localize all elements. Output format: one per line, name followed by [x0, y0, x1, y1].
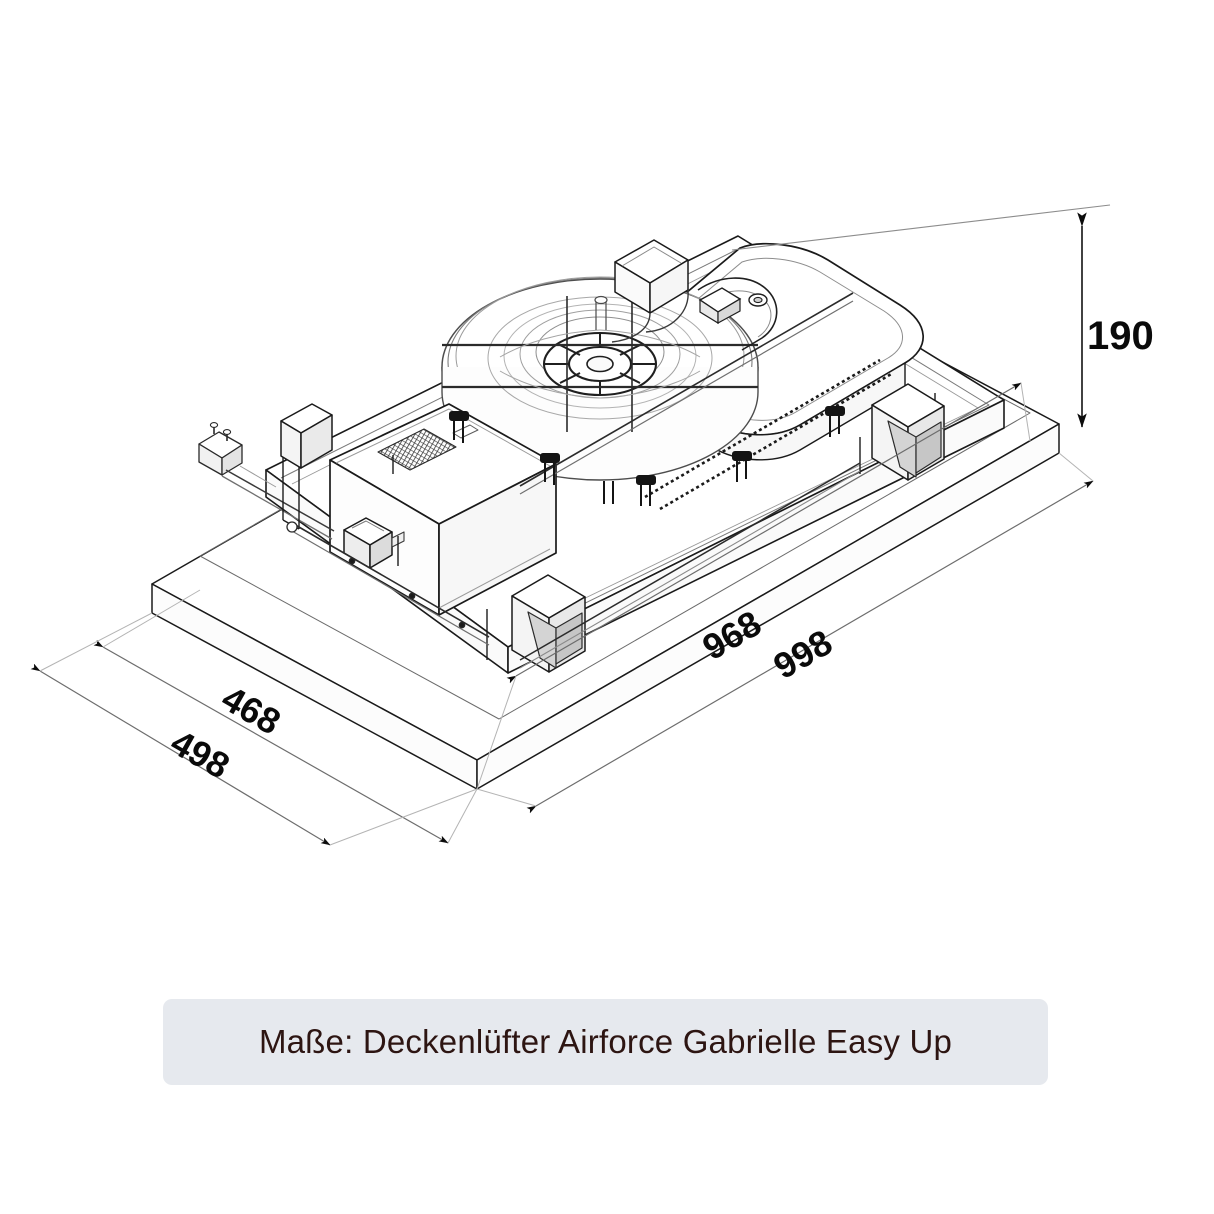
- dimension-line-498: [30, 663, 331, 846]
- air-outlet-box: [611, 239, 689, 343]
- caption-text: Maße: Deckenlüfter Airforce Gabrielle Ea…: [258, 1023, 953, 1060]
- dimension-190: 190: [731, 204, 1154, 428]
- dimension-label-190: 190: [1087, 314, 1154, 358]
- leader-line-top: [731, 204, 1111, 251]
- caption-box: Maße: Deckenlüfter Airforce Gabrielle Ea…: [163, 999, 1048, 1085]
- control-module: [343, 517, 405, 569]
- dimension-498: 498: [30, 663, 331, 846]
- dimension-line-998: [526, 480, 1094, 814]
- power-plug: [198, 422, 335, 540]
- duct-elbow: [697, 277, 778, 351]
- witness-lines: [39, 382, 1094, 846]
- dimension-label-468: 468: [215, 677, 287, 742]
- dimension-label-998: 998: [766, 621, 839, 687]
- dimension-label-498: 498: [164, 721, 236, 786]
